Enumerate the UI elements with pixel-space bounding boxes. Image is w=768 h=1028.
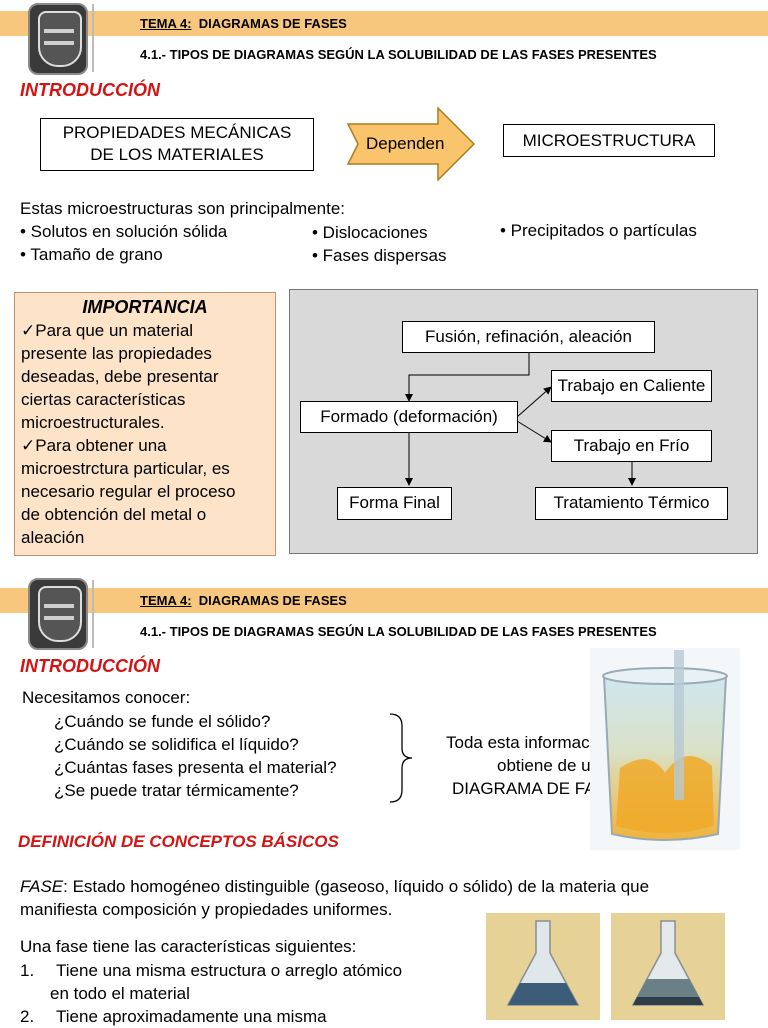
info-line: DIAGRAMA DE FASES	[452, 779, 630, 798]
header-title: TEMA 4: DIAGRAMAS DE FASES	[140, 16, 347, 31]
definicion-title: DEFINICIÓN DE CONCEPTOS BÁSICOS	[18, 832, 339, 851]
caracteristicas-intro: Una fase tiene las características sigui…	[20, 937, 357, 956]
importancia-line: aleación	[21, 528, 85, 547]
list-intro: Estas microestructuras son principalment…	[20, 199, 346, 218]
dependen-arrow-icon	[346, 106, 476, 182]
importancia-line: ✓Para obtener una	[21, 436, 167, 455]
importancia-line: presente las propiedades	[21, 344, 212, 363]
fase-definition-line: manifiesta composición y propiedades uni…	[20, 900, 393, 919]
importancia-panel: IMPORTANCIA ✓Para que un material presen…	[14, 292, 276, 556]
fase-term: FASE	[20, 877, 64, 896]
info-line: obtiene de un	[497, 756, 601, 775]
list-item: • Solutos en solución sólida	[20, 222, 228, 241]
section-title: INTRODUCCIÓN	[20, 80, 160, 100]
header-band	[0, 588, 768, 613]
flow-formado: Formado (deformación)	[300, 401, 518, 433]
importancia-line: ✓Para que un material	[21, 321, 194, 340]
importancia-line: deseadas, debe presentar	[21, 367, 219, 386]
flow-trabajo-frio: Trabajo en Frío	[551, 430, 712, 462]
flask-photo-1-icon	[486, 913, 600, 1020]
flask-photo-2-icon	[611, 913, 725, 1020]
university-logo-icon	[28, 578, 88, 650]
propiedades-box: PROPIEDADES MECÁNICAS DE LOS MATERIALES	[40, 118, 314, 171]
importancia-line: necesario regular el proceso	[21, 482, 236, 501]
importancia-line: microestructurales.	[21, 413, 165, 432]
list-item: • Fases dispersas	[312, 246, 447, 265]
curly-brace-icon	[389, 713, 413, 803]
list-item: • Precipitados o partículas	[500, 221, 697, 240]
university-logo-icon	[28, 3, 88, 75]
fase-definition-line: FASE: Estado homogéneo distinguible (gas…	[20, 877, 650, 896]
header-band	[0, 11, 768, 36]
section-title: INTRODUCCIÓN	[20, 656, 160, 676]
info-line: Toda esta información se	[446, 733, 635, 752]
list-item-text: Tiene aproximadamente una misma	[56, 1007, 327, 1026]
importancia-line: ciertas características	[21, 390, 186, 409]
question-item: ¿Se puede tratar térmicamente?	[54, 781, 299, 800]
necesitamos-text: Necesitamos conocer:	[22, 688, 191, 707]
process-flow-connectors	[405, 352, 636, 486]
list-item: • Dislocaciones	[312, 223, 428, 242]
list-number: 1.	[20, 961, 35, 980]
list-item: • Tamaño de grano	[20, 245, 163, 264]
list-number: 2.	[20, 1007, 35, 1026]
question-item: ¿Cuándo se solidifica el líquido?	[54, 735, 299, 754]
microestructura-box: MICROESTRUCTURA	[503, 124, 715, 157]
dependen-label: Dependen	[366, 134, 445, 153]
flow-tratamiento: Tratamiento Térmico	[535, 487, 728, 520]
header-title: TEMA 4: DIAGRAMAS DE FASES	[140, 593, 347, 608]
flow-fusion: Fusión, refinación, aleación	[402, 321, 655, 353]
question-item: ¿Cuántas fases presenta el material?	[54, 758, 337, 777]
question-item: ¿Cuándo se funde el sólido?	[54, 712, 271, 731]
header-subtitle: 4.1.- TIPOS DE DIAGRAMAS SEGÚN LA SOLUBI…	[140, 624, 657, 639]
flow-trabajo-caliente: Trabajo en Caliente	[551, 370, 712, 402]
flow-forma-final: Forma Final	[337, 487, 452, 520]
importancia-line: microestrctura particular, es	[21, 459, 230, 478]
importancia-line: de obtención del metal o	[21, 505, 207, 524]
beaker-image-icon	[590, 648, 740, 850]
importancia-title: IMPORTANCIA	[82, 297, 208, 317]
list-item-text: Tiene una misma estructura o arreglo ató…	[56, 961, 403, 980]
header-subtitle: 4.1.- TIPOS DE DIAGRAMAS SEGÚN LA SOLUBI…	[140, 47, 657, 62]
list-item-text: en todo el material	[50, 984, 190, 1003]
